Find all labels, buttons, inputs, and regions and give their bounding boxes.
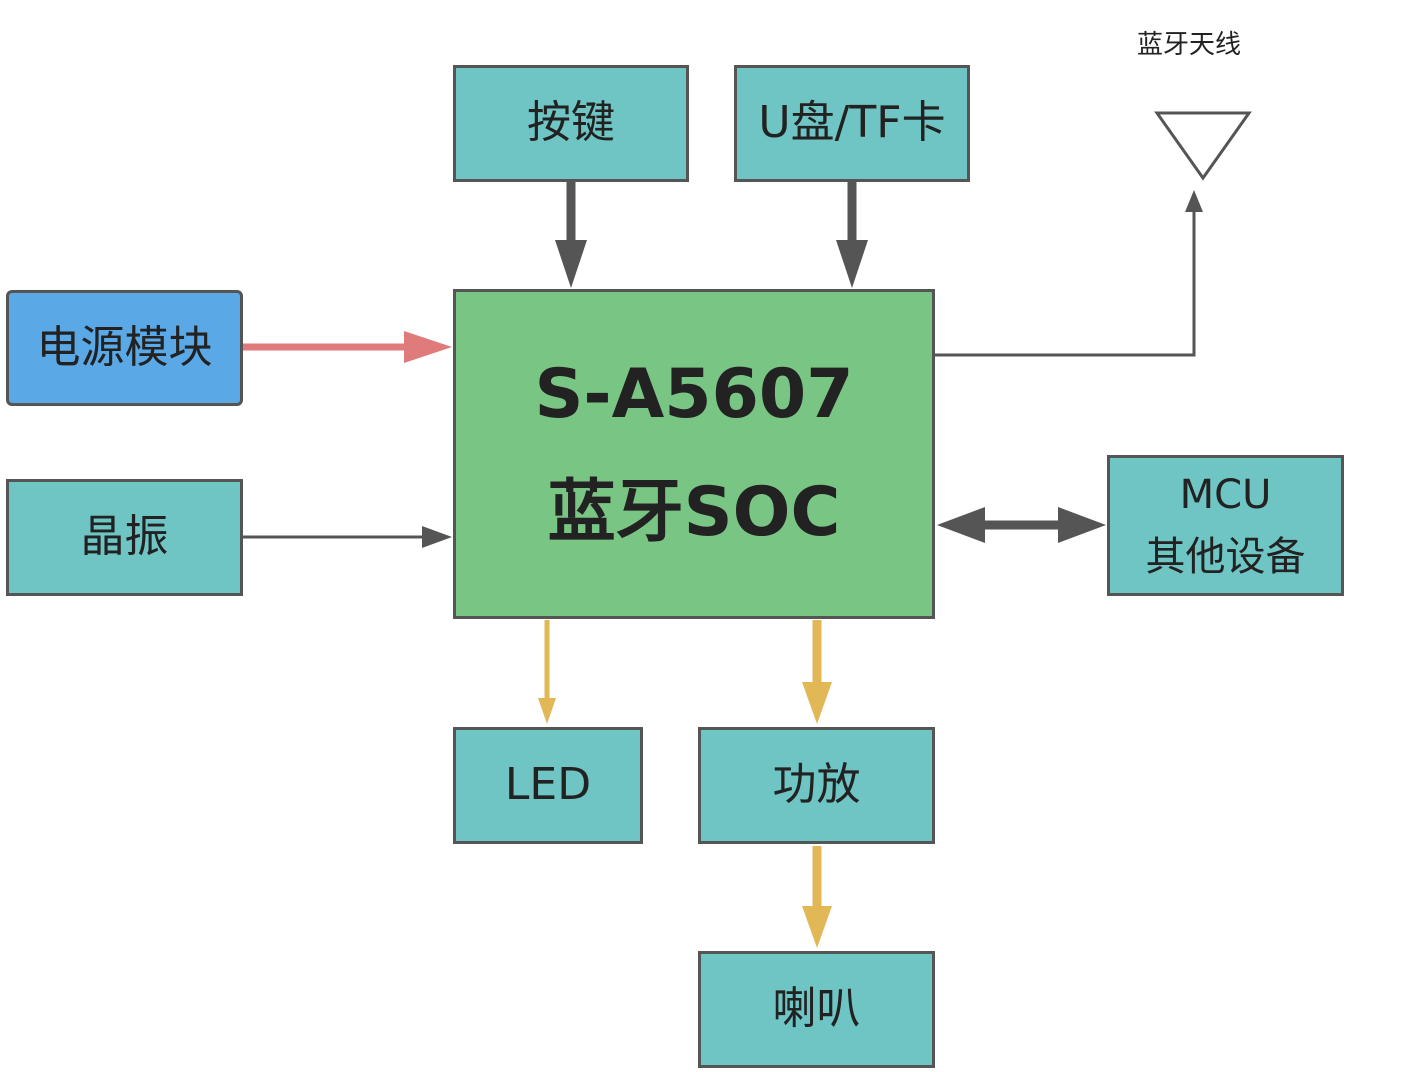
arrow-crystal-to-soc (243, 526, 452, 548)
keys-label: 按键 (527, 97, 615, 149)
arrow-soc-to-antenna (935, 190, 1203, 357)
crystal-block: 晶振 (6, 479, 243, 596)
soc-model: S-A5607 (534, 354, 854, 434)
other-devices-label: 其他设备 (1145, 533, 1306, 580)
power-module-label: 电源模块 (36, 321, 213, 373)
keys-block: 按键 (453, 65, 689, 182)
led-label: LED (504, 759, 592, 811)
arrow-soc-to-led (538, 620, 556, 724)
crystal-label: 晶振 (80, 511, 169, 563)
antenna-icon (1154, 111, 1252, 181)
arrow-power-to-soc (243, 331, 452, 363)
speaker-label: 喇叭 (772, 983, 861, 1035)
arrow-keys-to-soc (555, 182, 587, 288)
arrow-soc-to-amp (802, 620, 832, 724)
mcu-block: MCU 其他设备 (1107, 455, 1344, 596)
power-module-block: 电源模块 (6, 290, 243, 406)
antenna-label: 蓝牙天线 (1137, 30, 1242, 60)
amp-block: 功放 (698, 727, 935, 844)
amp-label: 功放 (772, 759, 861, 811)
arrow-soc-mcu-bidirectional (937, 507, 1106, 543)
led-block: LED (453, 727, 643, 844)
storage-block: U盘/TF卡 (734, 65, 970, 182)
mcu-label: MCU (1179, 471, 1272, 518)
soc-type: 蓝牙SOC (547, 473, 841, 552)
speaker-block: 喇叭 (698, 951, 935, 1068)
arrow-storage-to-soc (836, 182, 868, 288)
arrow-amp-to-speaker (802, 846, 832, 948)
storage-label: U盘/TF卡 (758, 97, 946, 149)
soc-block: S-A5607 蓝牙SOC (453, 289, 935, 619)
